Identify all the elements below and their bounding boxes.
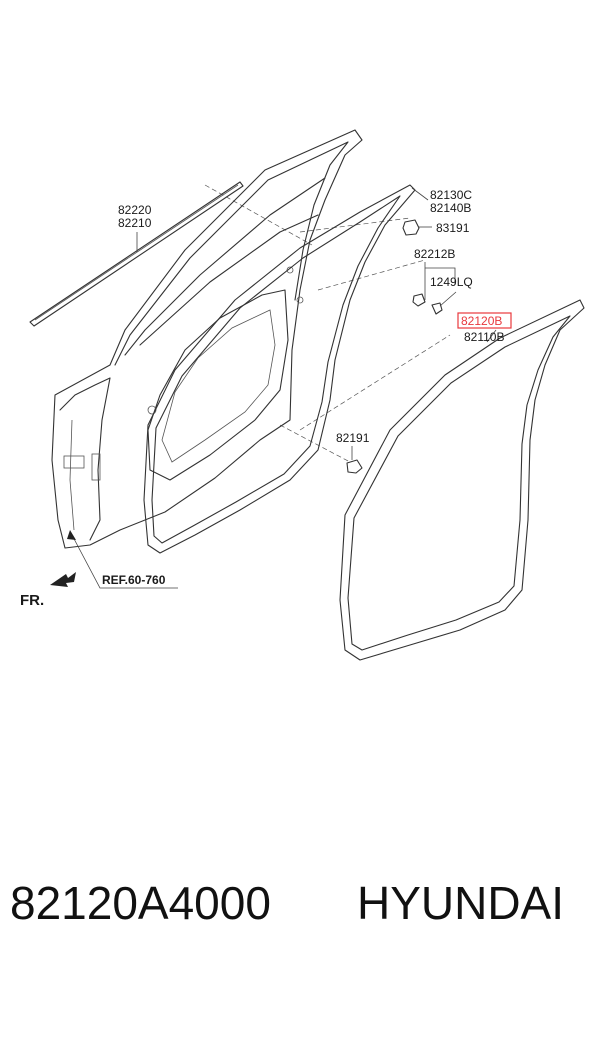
label-82212b: 82212B: [414, 247, 455, 261]
belt-moulding-strip: [29, 181, 244, 327]
bracket-82212b-icon: [412, 293, 426, 307]
highlight-box: [457, 312, 512, 329]
plug-82191-icon: [346, 459, 363, 474]
parts-diagram: 82220 82210 82130C 82140B 83191 82212B 1…: [20, 129, 585, 661]
label-82120b-highlighted: 82120B: [461, 314, 502, 328]
front-indicator: [50, 530, 178, 589]
body-side-weatherstrip: [339, 299, 585, 661]
label-83191: 83191: [436, 221, 470, 235]
door-side-weatherstrip: [143, 184, 429, 554]
caption-part-number: 82120A4000: [10, 877, 271, 929]
label-front: FR.: [20, 592, 44, 609]
caption-brand: HYUNDAI: [357, 877, 565, 929]
label-82140b: 82140B: [430, 201, 471, 215]
label-82191: 82191: [336, 431, 370, 445]
label-82220: 82220: [118, 203, 152, 217]
clip-83191-icon: [402, 219, 420, 236]
label-1249lq: 1249LQ: [430, 275, 473, 289]
label-ref: REF.60-760: [102, 573, 166, 587]
part-labels: 82220 82210 82130C 82140B 83191 82212B 1…: [20, 188, 512, 609]
fasteners: [346, 219, 457, 474]
label-82130c: 82130C: [430, 188, 472, 202]
label-82110b: 82110B: [464, 330, 504, 344]
product-caption: 82120A4000 HYUNDAI: [0, 876, 600, 946]
door-frame-panel: [51, 129, 363, 549]
screw-1249lq-icon: [431, 302, 443, 315]
label-82210: 82210: [118, 216, 152, 230]
front-arrow-icon: [50, 572, 76, 587]
